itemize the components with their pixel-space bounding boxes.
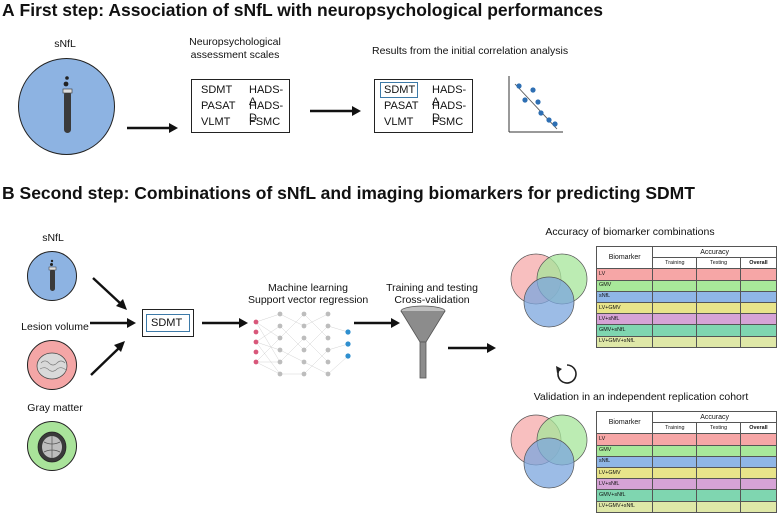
arrow-snfl-to-sdmt	[92, 277, 127, 310]
table-row-label: LV+sNfL	[595, 313, 654, 326]
table-row: GMV	[595, 444, 777, 457]
table-subheader: Testing	[696, 422, 741, 435]
gray-matter-circle	[27, 421, 77, 471]
table-row: LV+GMV	[595, 301, 777, 315]
table-row: sNfL	[595, 290, 777, 303]
sdmt-target-box: SDMT	[142, 309, 194, 337]
table-subheader: Overall	[739, 257, 777, 270]
table-row-label: LV+GMV+sNfL	[595, 500, 654, 513]
ml-label: Machine learning Support vector regressi…	[248, 282, 369, 306]
results-scales-box: SDMT HADS-A PASAT HADS-D VLMT FSMC	[374, 79, 473, 133]
snfl-circle-b	[27, 251, 77, 301]
funnel-icon	[400, 305, 446, 379]
scale-fsmc: FSMC	[249, 116, 281, 128]
table-header-accuracy: Accuracy	[652, 245, 777, 259]
brain-mri-icon	[37, 431, 67, 463]
table-row: LV+GMV	[595, 466, 777, 480]
table-row: GMV	[595, 279, 777, 292]
venn-diagram-top	[510, 253, 588, 328]
result-scale-sdmt: SDMT	[384, 84, 416, 96]
neural-network-icon	[253, 311, 351, 377]
lesion-volume-label: Lesion volume	[21, 321, 89, 333]
table-subheader: Testing	[696, 257, 741, 270]
result-scale-hads-d: HADS-D	[432, 100, 467, 124]
sdmt-target-label: SDMT	[151, 317, 183, 329]
brain-lesion-icon	[36, 352, 68, 380]
table-row-label: LV	[595, 268, 654, 281]
result-scale-fsmc: FSMC	[432, 116, 464, 128]
table-row: LV	[595, 268, 777, 281]
refresh-cycle-icon	[556, 364, 577, 384]
gray-matter-label: Gray matter	[27, 402, 83, 414]
table-row-label: GMV	[595, 279, 654, 292]
table-row: LV	[595, 433, 777, 446]
table-header-biomarker: Biomarker	[595, 410, 654, 435]
table-row: LV+GMV+sNfL	[595, 500, 777, 513]
validation-title: Validation in an independent replication…	[533, 391, 749, 403]
table-row-label: LV+GMV	[595, 466, 654, 480]
scale-vlmt: VLMT	[201, 116, 231, 128]
arrow-ml-to-funnel	[354, 318, 400, 328]
table-row-label: LV+GMV	[595, 301, 654, 315]
snfl-label-b: sNfL	[42, 232, 64, 244]
table-row: LV+sNfL	[595, 478, 777, 491]
snfl-label-a: sNfL	[54, 38, 76, 50]
result-scale-hads-a: HADS-A	[432, 84, 467, 108]
arrow-a1	[127, 123, 178, 133]
table-row: LV+GMV+sNfL	[595, 335, 777, 348]
table-row-label: sNfL	[595, 455, 654, 468]
sdmt-target-highlight	[146, 314, 190, 332]
table-row-label: sNfL	[595, 290, 654, 303]
training-label: Training and testing Cross-validation	[386, 282, 478, 306]
table-row-label: GMV	[595, 444, 654, 457]
venn-diagram-bottom	[510, 414, 588, 489]
table-row-label: LV	[595, 433, 654, 446]
arrow-lv-to-sdmt	[90, 318, 136, 328]
table-row-label: GMV+sNfL	[595, 324, 654, 337]
table-subheader: Training	[652, 257, 698, 270]
table-row: LV+sNfL	[595, 313, 777, 326]
table-row: GMV+sNfL	[595, 324, 777, 337]
table-row: GMV+sNfL	[595, 489, 777, 502]
table-row-label: GMV+sNfL	[595, 489, 654, 502]
result-scale-pasat: PASAT	[384, 100, 419, 112]
test-tube-icon	[62, 76, 73, 133]
scale-pasat: PASAT	[201, 100, 236, 112]
accuracy-title: Accuracy of biomarker combinations	[545, 226, 715, 238]
step-a-title: A First step: Association of sNfL with n…	[2, 0, 603, 20]
table-subheader: Training	[652, 422, 698, 435]
scales-label: Neuropsychological assessment scales	[189, 36, 281, 61]
arrow-a2	[310, 106, 361, 116]
results-label: Results from the initial correlation ana…	[372, 45, 569, 57]
table-row-label: LV+sNfL	[595, 478, 654, 491]
sdmt-highlight-box	[380, 82, 418, 98]
scale-hads-a: HADS-A	[249, 84, 284, 108]
scatter-plot-icon	[508, 76, 563, 133]
snfl-circle-a	[18, 58, 115, 155]
lesion-volume-circle	[27, 340, 77, 390]
arrow-gm-to-sdmt	[90, 341, 125, 376]
arrow-funnel-to-venn	[448, 343, 496, 353]
table-row-label: LV+GMV+sNfL	[595, 335, 654, 348]
step-b-title: B Second step: Combinations of sNfL and …	[2, 183, 695, 203]
scales-box-a: SDMT HADS-A PASAT HADS-D VLMT FSMC	[191, 79, 290, 133]
table-header-accuracy: Accuracy	[652, 410, 777, 424]
table-row: sNfL	[595, 455, 777, 468]
scale-hads-d: HADS-D	[249, 100, 284, 124]
result-scale-vlmt: VLMT	[384, 116, 414, 128]
arrow-sdmt-to-ml	[202, 318, 248, 328]
scale-sdmt: SDMT	[201, 84, 233, 96]
test-tube-icon-small	[48, 259, 57, 291]
table-header-biomarker: Biomarker	[595, 245, 654, 270]
table-subheader: Overall	[739, 422, 777, 435]
